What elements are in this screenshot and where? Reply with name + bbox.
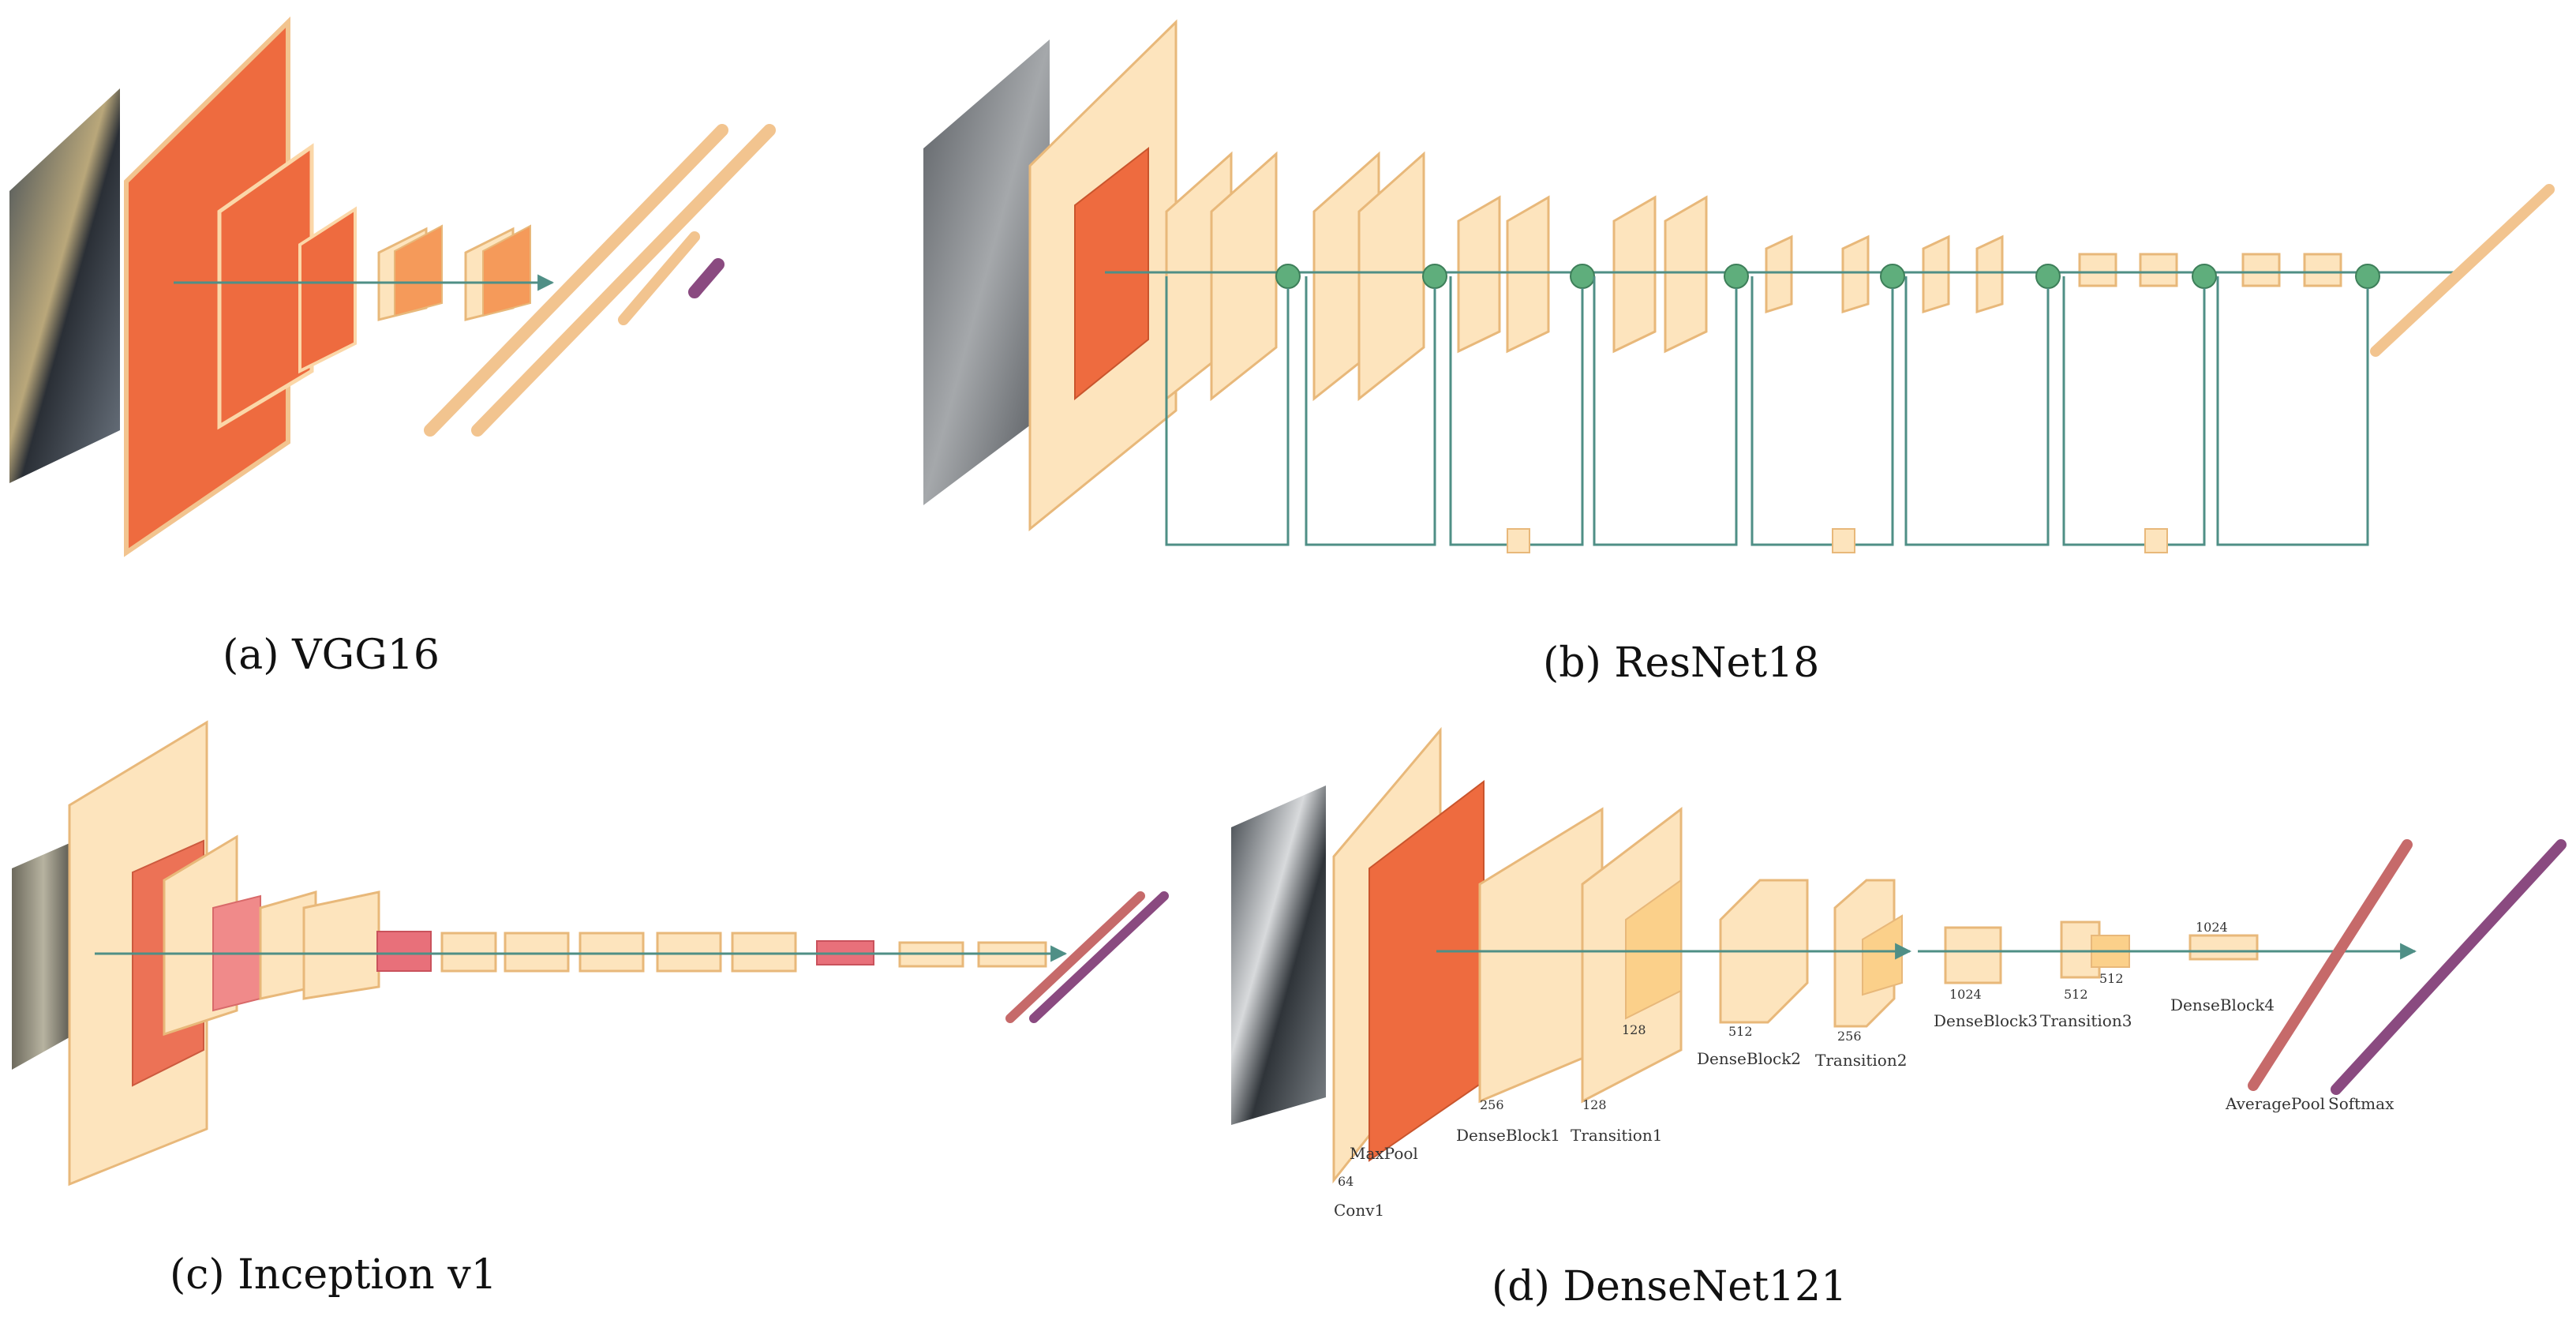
layer-block xyxy=(124,16,290,557)
input-image xyxy=(12,841,75,1070)
label-denseblock4-dim: 1024 xyxy=(2196,920,2228,935)
add-nodes xyxy=(1275,264,2380,289)
caption-inception: (c) Inception v1 xyxy=(170,1251,497,1299)
label-denseblock3-dim: 1024 xyxy=(1949,987,1982,1002)
input-image xyxy=(1231,785,1326,1125)
label-transition3-dim2: 512 xyxy=(2099,971,2124,986)
label-transition3: Transition3 xyxy=(2040,1011,2132,1030)
label-denseblock2: DenseBlock2 xyxy=(1697,1049,1801,1068)
input-image xyxy=(923,39,1050,505)
label-transition3-dim: 512 xyxy=(2064,987,2088,1002)
label-conv1-dim: 64 xyxy=(1338,1174,1354,1189)
caption-vgg16: (a) VGG16 xyxy=(223,632,440,679)
densenet-diagram: Conv1 64 MaxPool DenseBlock1 256 Transit… xyxy=(1231,726,2567,1220)
caption-densenet: (d) DenseNet121 xyxy=(1492,1263,1848,1310)
label-softmax: Softmax xyxy=(2328,1094,2394,1113)
inception-diagram xyxy=(12,720,1169,1187)
label-transition1-dim: 128 xyxy=(1582,1097,1607,1112)
label-maxpool: MaxPool xyxy=(1350,1144,1418,1163)
label-transition2: Transition2 xyxy=(1815,1051,1907,1070)
label-denseblock1: DenseBlock1 xyxy=(1456,1126,1560,1145)
label-conv1: Conv1 xyxy=(1334,1201,1384,1220)
label-denseblock1-dim: 256 xyxy=(1480,1097,1504,1112)
label-denseblock3: DenseBlock3 xyxy=(1934,1011,2038,1030)
vgg16-diagram xyxy=(9,16,776,557)
label-transition1: Transition1 xyxy=(1571,1126,1662,1145)
label-transition1-dim2: 128 xyxy=(1622,1022,1646,1037)
label-denseblock4: DenseBlock4 xyxy=(2170,995,2275,1014)
label-denseblock2-dim: 512 xyxy=(1728,1024,1753,1039)
resnet18-diagram xyxy=(923,19,2555,553)
input-image xyxy=(9,88,120,483)
label-averagepool: AveragePool xyxy=(2225,1094,2325,1113)
label-transition2-dim: 256 xyxy=(1837,1029,1862,1044)
caption-resnet18: (b) ResNet18 xyxy=(1543,639,1820,687)
